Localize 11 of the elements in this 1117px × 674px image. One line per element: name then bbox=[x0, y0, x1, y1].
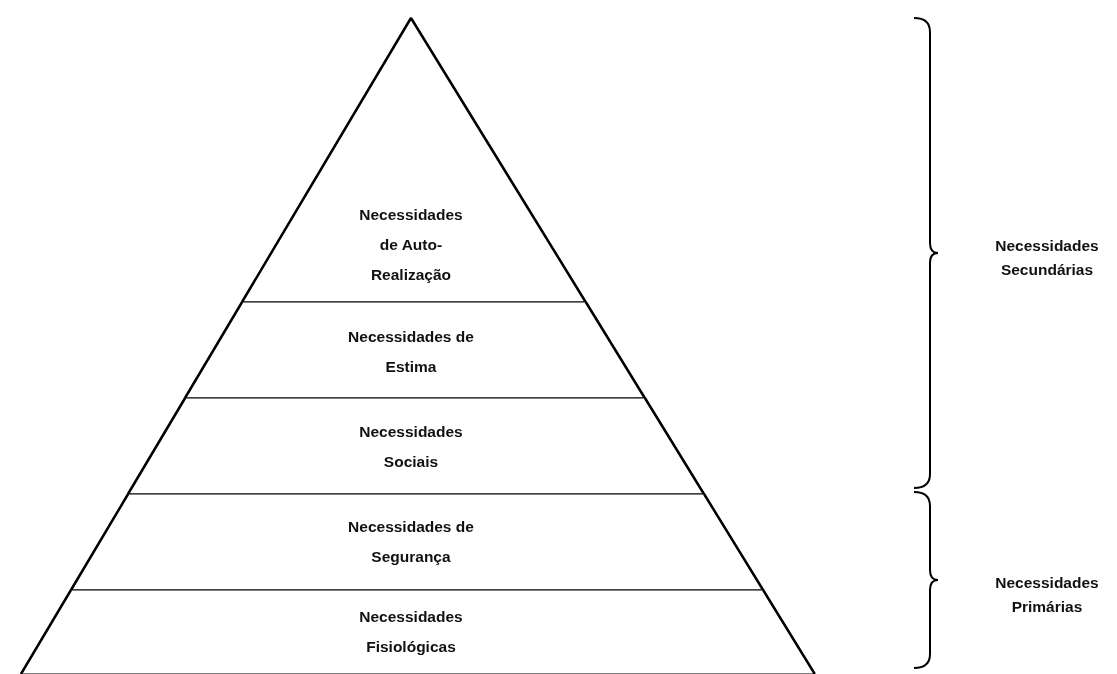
layer-label: Necessidades de Segurança bbox=[347, 517, 475, 567]
group-label: Necessidades Primárias bbox=[994, 573, 1100, 617]
pyramid-layer bbox=[127, 398, 704, 494]
pyramid-layer bbox=[70, 494, 763, 590]
layer-label: Necessidades de Auto-Realização bbox=[358, 205, 464, 285]
pyramid-layer bbox=[184, 302, 645, 398]
pyramid-layer bbox=[20, 590, 815, 674]
group-label: Necessidades Secundárias bbox=[994, 236, 1100, 280]
layer-label: Necessidades Fisiológicas bbox=[358, 607, 464, 657]
layer-label: Necessidades de Estima bbox=[347, 327, 475, 377]
layer-label: Necessidades Sociais bbox=[358, 422, 464, 472]
